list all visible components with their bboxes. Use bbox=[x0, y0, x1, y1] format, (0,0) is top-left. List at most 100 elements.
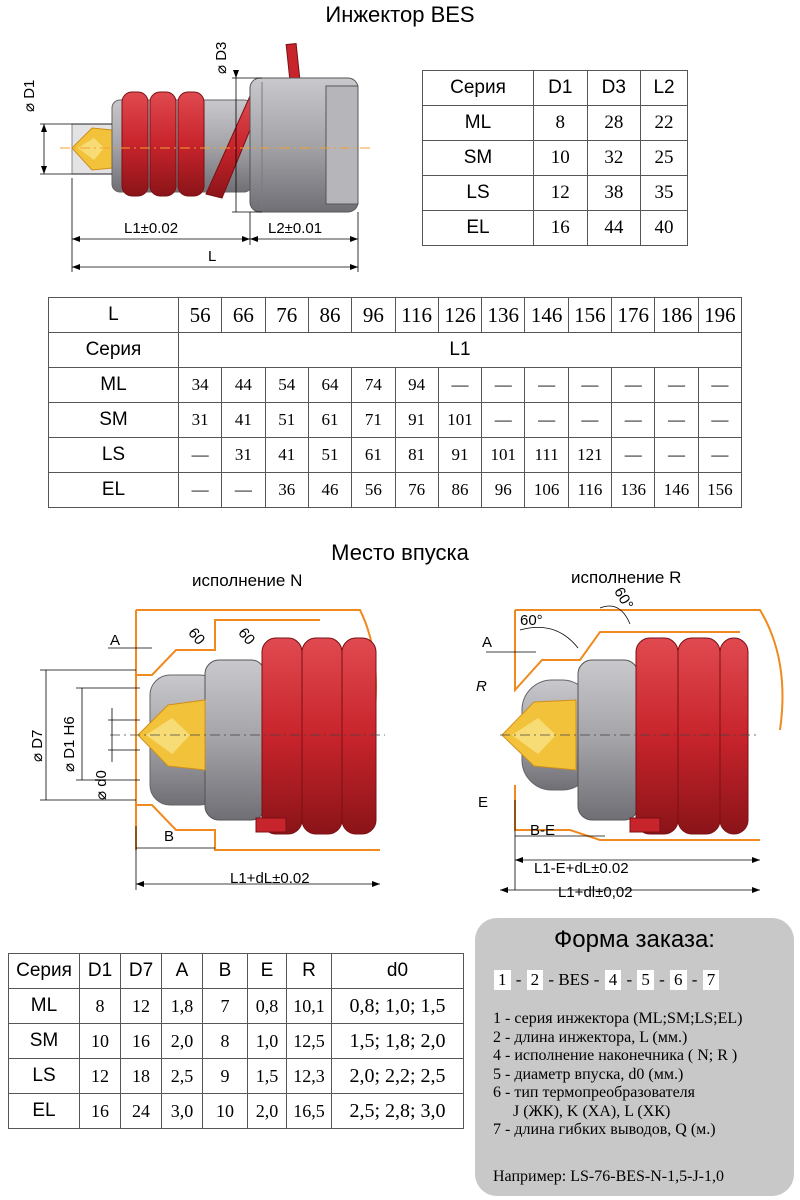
table-cell: 36 bbox=[264, 472, 309, 508]
table-cell: 91 bbox=[394, 402, 439, 438]
table-cell: 7 bbox=[202, 988, 248, 1024]
table-row: EL 16 24 3,0 10 2,0 16,5 2,5; 2,8; 3,0 bbox=[8, 1093, 464, 1129]
header-b: B bbox=[202, 953, 248, 989]
heater-band bbox=[635, 637, 679, 835]
l-value: 86 bbox=[307, 297, 353, 333]
table-cell: 35 bbox=[640, 175, 688, 211]
l-value: 76 bbox=[264, 297, 309, 333]
heater-band bbox=[121, 91, 149, 197]
table-cell: 74 bbox=[351, 367, 396, 403]
header-d1: D1 bbox=[79, 953, 121, 989]
code-separator: - bbox=[691, 970, 698, 989]
table-cell: 41 bbox=[264, 437, 309, 473]
l-row-label: L bbox=[48, 297, 179, 333]
header-series: Серия bbox=[8, 953, 80, 989]
table-cell: 25 bbox=[640, 140, 688, 176]
table-cell: — bbox=[654, 402, 699, 438]
main-title: Инжектор BES bbox=[325, 2, 475, 27]
table-cell: 1,5; 1,8; 2,0 bbox=[331, 1023, 464, 1059]
code-part-2: 2 bbox=[526, 970, 544, 990]
table-cell: 81 bbox=[394, 437, 439, 473]
l-value: 186 bbox=[654, 297, 699, 333]
table-cell: 3,0 bbox=[161, 1093, 203, 1129]
series-header: Серия bbox=[48, 332, 179, 368]
table-cell: — bbox=[177, 472, 223, 508]
l-value: 96 bbox=[351, 297, 396, 333]
table-cell: — bbox=[654, 367, 699, 403]
series-cell: EL bbox=[48, 472, 179, 508]
table-cell: — bbox=[524, 367, 569, 403]
table-cell: 101 bbox=[437, 402, 483, 438]
table-cell: 44 bbox=[586, 210, 642, 246]
table-row: ML 8 12 1,8 7 0,8 10,1 0,8; 1,0; 1,5 bbox=[8, 988, 464, 1024]
table-cell: — bbox=[611, 367, 656, 403]
inlet-r-r-label: R bbox=[476, 678, 487, 695]
table-cell: 51 bbox=[264, 402, 309, 438]
l-value: 116 bbox=[394, 297, 439, 333]
series-cell: ML bbox=[422, 105, 534, 141]
table-cell: — bbox=[611, 437, 656, 473]
inlet-n-d7-label: ⌀ D7 bbox=[29, 729, 46, 762]
code-part-7: 7 bbox=[702, 970, 720, 990]
series-cell: SM bbox=[422, 140, 534, 176]
dim-l-label: L bbox=[208, 248, 217, 265]
table-cell: 76 bbox=[394, 472, 439, 508]
series-cell: LS bbox=[48, 437, 179, 473]
l-value: 56 bbox=[177, 297, 223, 333]
order-form-title: Форма заказа: bbox=[554, 926, 715, 953]
dim-d3-label: ⌀ D3 bbox=[213, 41, 230, 74]
header-d0: d0 bbox=[331, 953, 464, 989]
legend-item: 1 - серия инжектора (ML;SM;LS;EL) bbox=[493, 1010, 743, 1027]
inlet-r-len2-label: L1+dl±0,02 bbox=[558, 884, 633, 901]
legend-item: 4 - исполнение наконечника ( N; R ) bbox=[493, 1047, 738, 1064]
table-row: EL 16 44 40 bbox=[422, 210, 688, 246]
header-d3: D3 bbox=[586, 70, 642, 106]
table-cell: 106 bbox=[524, 472, 569, 508]
length-table: L 56 66 76 86 96 116 126 136 146 156 176… bbox=[48, 297, 743, 508]
series-cell: SM bbox=[48, 402, 179, 438]
code-part-5: 5 bbox=[637, 970, 654, 990]
table-cell: 116 bbox=[567, 472, 613, 508]
inlet-r-angle1: 60° bbox=[520, 612, 543, 629]
table-cell: 2,5; 2,8; 3,0 bbox=[331, 1093, 464, 1129]
inlet-title: Место впуска bbox=[331, 540, 469, 565]
table-row: SM 10 16 2,0 8 1,0 12,5 1,5; 1,8; 2,0 bbox=[8, 1023, 464, 1059]
table-cell: 91 bbox=[437, 437, 483, 473]
inlet-r-be-label: B-E bbox=[530, 822, 556, 839]
table-cell: 111 bbox=[524, 437, 569, 473]
table-cell: 32 bbox=[586, 140, 642, 176]
table-cell: 2,5 bbox=[161, 1058, 203, 1094]
dimensions-table: Серия D1 D3 L2 ML 8 28 22 SM 10 32 25 LS… bbox=[422, 70, 688, 246]
table-cell: — bbox=[697, 437, 743, 473]
table-cell: 10 bbox=[79, 1023, 121, 1059]
table-cell: 28 bbox=[586, 105, 642, 141]
table-cell: 31 bbox=[177, 402, 223, 438]
heater-band bbox=[719, 637, 749, 835]
l-value: 146 bbox=[524, 297, 569, 333]
inlet-r-len1-label: L1-E+dL±0.02 bbox=[534, 860, 629, 877]
table-cell: 2,0 bbox=[247, 1093, 287, 1129]
table-cell: 2,0; 2,2; 2,5 bbox=[331, 1058, 464, 1094]
table-cell: 0,8 bbox=[247, 988, 287, 1024]
table-row: ML 8 28 22 bbox=[422, 105, 688, 141]
table-cell: 8 bbox=[202, 1023, 248, 1059]
table-cell: 1,5 bbox=[247, 1058, 287, 1094]
table-cell: — bbox=[221, 472, 266, 508]
table-row: LS 12 18 2,5 9 1,5 12,3 2,0; 2,2; 2,5 bbox=[8, 1058, 464, 1094]
code-separator: - bbox=[593, 970, 600, 989]
table-cell: 121 bbox=[567, 437, 613, 473]
table-cell: 16 bbox=[533, 210, 588, 246]
table-cell: — bbox=[481, 402, 526, 438]
inlet-n-b-label: B bbox=[164, 828, 175, 845]
heater-band bbox=[301, 637, 343, 835]
table-cell: 51 bbox=[307, 437, 353, 473]
series-cell: LS bbox=[8, 1058, 80, 1094]
table-cell: 71 bbox=[351, 402, 396, 438]
legend-item: 5 - диаметр впуска, d0 (мм.) bbox=[493, 1065, 684, 1083]
table-cell: 18 bbox=[120, 1058, 162, 1094]
table-cell: 16 bbox=[120, 1023, 162, 1059]
table-row: LS — 31 41 51 61 81 91 101 111 121 — — — bbox=[48, 437, 743, 473]
table-cell: 10 bbox=[202, 1093, 248, 1129]
dim-l2-label: L2±0.01 bbox=[268, 220, 323, 237]
table-cell: — bbox=[654, 437, 699, 473]
